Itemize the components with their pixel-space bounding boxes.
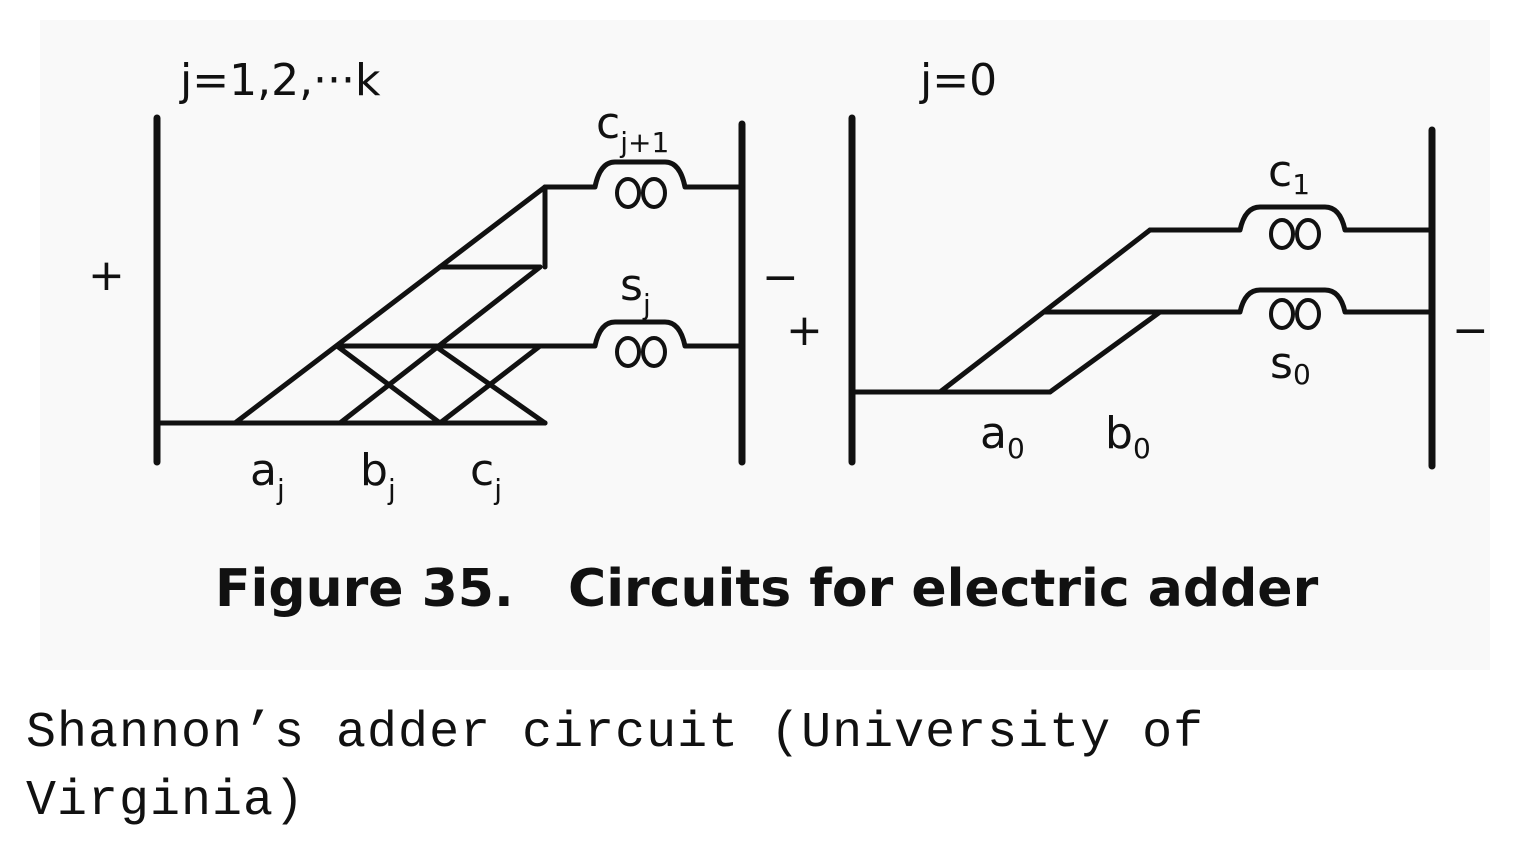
input-label-a0: a0: [980, 408, 1025, 465]
right-contact-network: [849, 227, 1163, 395]
figure-title: Figure 35. Circuits for electric adder: [215, 559, 1319, 619]
adder-circuit-figure: j=1,2,···k + − cj+1: [88, 55, 1489, 619]
left-sum-coil: [615, 336, 667, 368]
left-carry-label: cj+1: [596, 98, 669, 159]
right-carry-wire: [1147, 204, 1435, 233]
left-carry-coil: [615, 177, 667, 209]
left-contact-network: [232, 184, 548, 426]
right-index-label: j=0: [919, 55, 997, 106]
left-index-label: j=1,2,···k: [179, 55, 381, 106]
right-sum-coil: [1269, 298, 1321, 330]
right-circuit: j=0 + − c1 s0 a0 b0: [786, 55, 1489, 470]
right-sum-wire: [1157, 287, 1435, 315]
right-plus-sign: +: [786, 305, 823, 356]
input-label-a: aj: [250, 445, 285, 506]
input-label-b0: b0: [1105, 408, 1151, 465]
input-label-b: bj: [360, 445, 396, 506]
left-circuit: j=1,2,···k + − cj+1: [88, 55, 799, 506]
left-sum-wire: [542, 319, 745, 349]
left-carry-wire: [542, 159, 745, 190]
left-minus-sign: −: [762, 252, 799, 303]
right-minus-sign: −: [1452, 305, 1489, 356]
left-sum-label: sj: [620, 260, 651, 321]
input-label-c: cj: [470, 445, 502, 506]
right-carry-coil: [1269, 218, 1321, 250]
left-plus-sign: +: [88, 250, 125, 301]
right-sum-label: s0: [1270, 338, 1311, 391]
right-carry-label: c1: [1268, 146, 1310, 201]
image-caption: Shannon’s adder circuit (University of V…: [26, 705, 1205, 830]
